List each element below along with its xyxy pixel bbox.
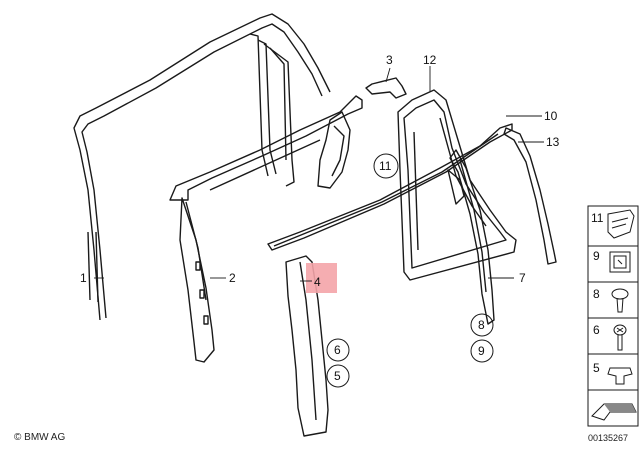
callout-5: 5 [334, 369, 341, 383]
callout-12: 12 [423, 53, 437, 67]
legend-number-4: 6 [593, 323, 600, 337]
copyright-text: © BMW AG [14, 432, 66, 443]
part-window-guide-rail [169, 95, 363, 363]
legend-number-1: 11 [591, 211, 604, 225]
legend-number-2: 9 [593, 249, 600, 263]
part-inner-trim-piece [317, 111, 351, 189]
callout-3: 3 [386, 53, 393, 67]
part-door-frame-seal [73, 13, 331, 321]
part-weatherstrip [449, 149, 495, 325]
part-corner-seal-strip [365, 77, 407, 99]
part-outer-trim-strip [503, 127, 557, 265]
retainer-icon [609, 251, 631, 273]
clip-icon [607, 209, 635, 239]
part-window-shaft-seal [267, 123, 513, 251]
callout-9: 9 [478, 344, 485, 358]
callout-13: 13 [546, 135, 560, 149]
legend-number-3: 8 [593, 287, 600, 301]
expanding-rivet-icon [611, 288, 629, 313]
callout-11: 11 [379, 159, 392, 173]
fastener-legend: 11 9 8 6 5 [587, 205, 639, 427]
highlight-box [306, 263, 337, 293]
screw-icon [613, 324, 627, 351]
plastic-nut-icon [607, 367, 633, 385]
leader-lines [94, 66, 544, 279]
callout-7: 7 [519, 271, 526, 285]
callout-1: 1 [80, 271, 87, 285]
callout-2: 2 [229, 271, 236, 285]
callout-6: 6 [334, 343, 341, 357]
arrow-icon [591, 403, 637, 421]
callout-circles [326, 153, 494, 388]
legend-number-5: 5 [593, 361, 600, 375]
callout-8: 8 [478, 318, 485, 332]
document-number: 00135267 [588, 433, 629, 443]
callout-4: 4 [314, 275, 321, 289]
callout-10: 10 [544, 109, 558, 123]
